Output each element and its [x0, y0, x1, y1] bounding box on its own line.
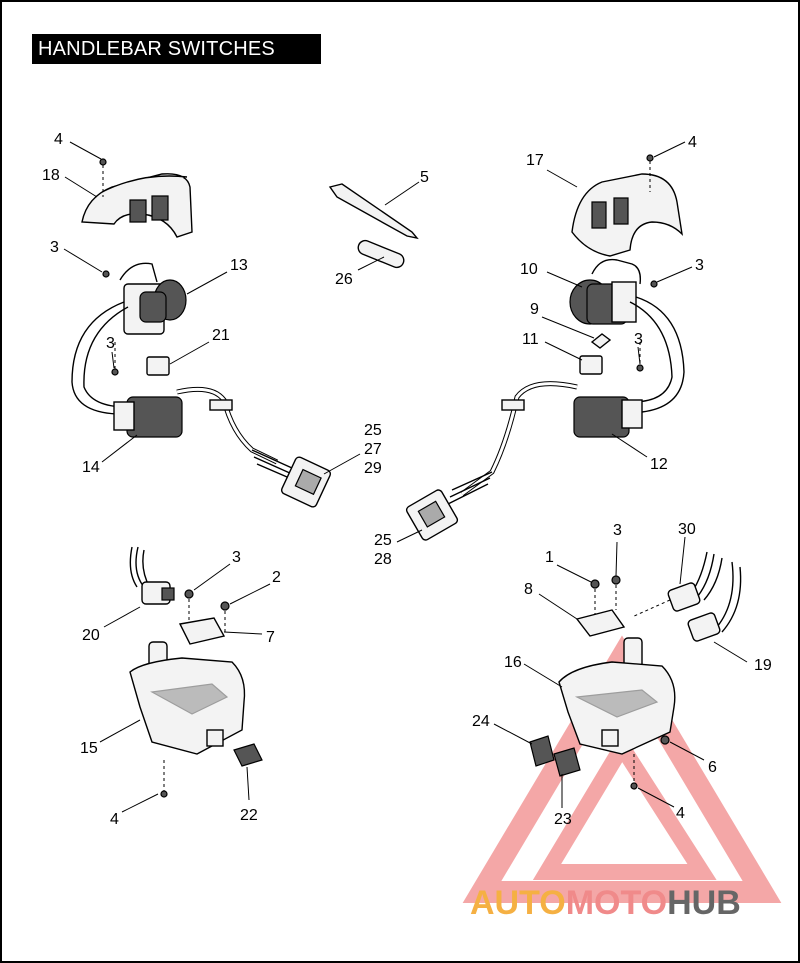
watermark-auto: AUTO: [470, 884, 566, 922]
callout-3: 3: [695, 257, 704, 274]
callout-22: 22: [240, 807, 258, 824]
callout-10: 10: [520, 261, 538, 278]
callout-16: 16: [504, 654, 522, 671]
watermark-logo: [462, 635, 782, 903]
left-switch-housing-lower: [129, 546, 263, 798]
left-switch-housing-upper: [71, 158, 332, 508]
callout-18: 18: [42, 167, 60, 184]
right-switch-housing-upper: [405, 154, 685, 541]
callout-9: 9: [530, 301, 539, 318]
callout-15: 15: [80, 740, 98, 757]
watermark-moto: MOTO: [566, 884, 667, 922]
callout-3: 3: [613, 522, 622, 539]
watermark-hub: HUB: [667, 884, 741, 922]
callout-4: 4: [110, 811, 119, 828]
callout-23: 23: [554, 811, 572, 828]
callout-19: 19: [754, 657, 772, 674]
callout-26: 26: [335, 271, 353, 288]
callout-17: 17: [526, 152, 544, 169]
callout-25: 25: [364, 422, 382, 439]
callout-27: 27: [364, 441, 382, 458]
callout-30: 30: [678, 521, 696, 538]
callout-1: 1: [545, 549, 554, 566]
callout-4: 4: [54, 131, 63, 148]
page-title: HANDLEBAR SWITCHES: [32, 34, 321, 64]
callout-8: 8: [524, 581, 533, 598]
callout-3: 3: [232, 549, 241, 566]
cable-strap-and-sleeve: [328, 183, 419, 269]
callout-2: 2: [272, 569, 281, 586]
callout-29: 29: [364, 460, 382, 477]
svg-text:AUTOMOTOHUB: AUTOMOTOHUB: [470, 884, 741, 922]
callout-3: 3: [50, 239, 59, 256]
callout-25: 25: [374, 532, 392, 549]
callout-24: 24: [472, 713, 490, 730]
callout-28: 28: [374, 551, 392, 568]
callout-labels: 4 18 3 13 3 21 14 5 26 25 27 29 17 4 10 …: [42, 131, 772, 828]
callout-6: 6: [708, 759, 717, 776]
callout-12: 12: [650, 456, 668, 473]
right-switch-housing-lower: [529, 551, 742, 790]
callout-5: 5: [420, 169, 429, 186]
callout-13: 13: [230, 257, 248, 274]
callout-21: 21: [212, 327, 230, 344]
callout-4: 4: [688, 134, 697, 151]
callout-14: 14: [82, 459, 100, 476]
callout-4: 4: [676, 805, 685, 822]
callout-20: 20: [82, 627, 100, 644]
callout-7: 7: [266, 629, 275, 646]
callout-3: 3: [634, 331, 643, 348]
watermark-text: AUTOMOTOHUB: [470, 884, 741, 922]
callout-3: 3: [106, 335, 115, 352]
callout-11: 11: [522, 331, 539, 348]
leader-lines: [63, 141, 748, 813]
